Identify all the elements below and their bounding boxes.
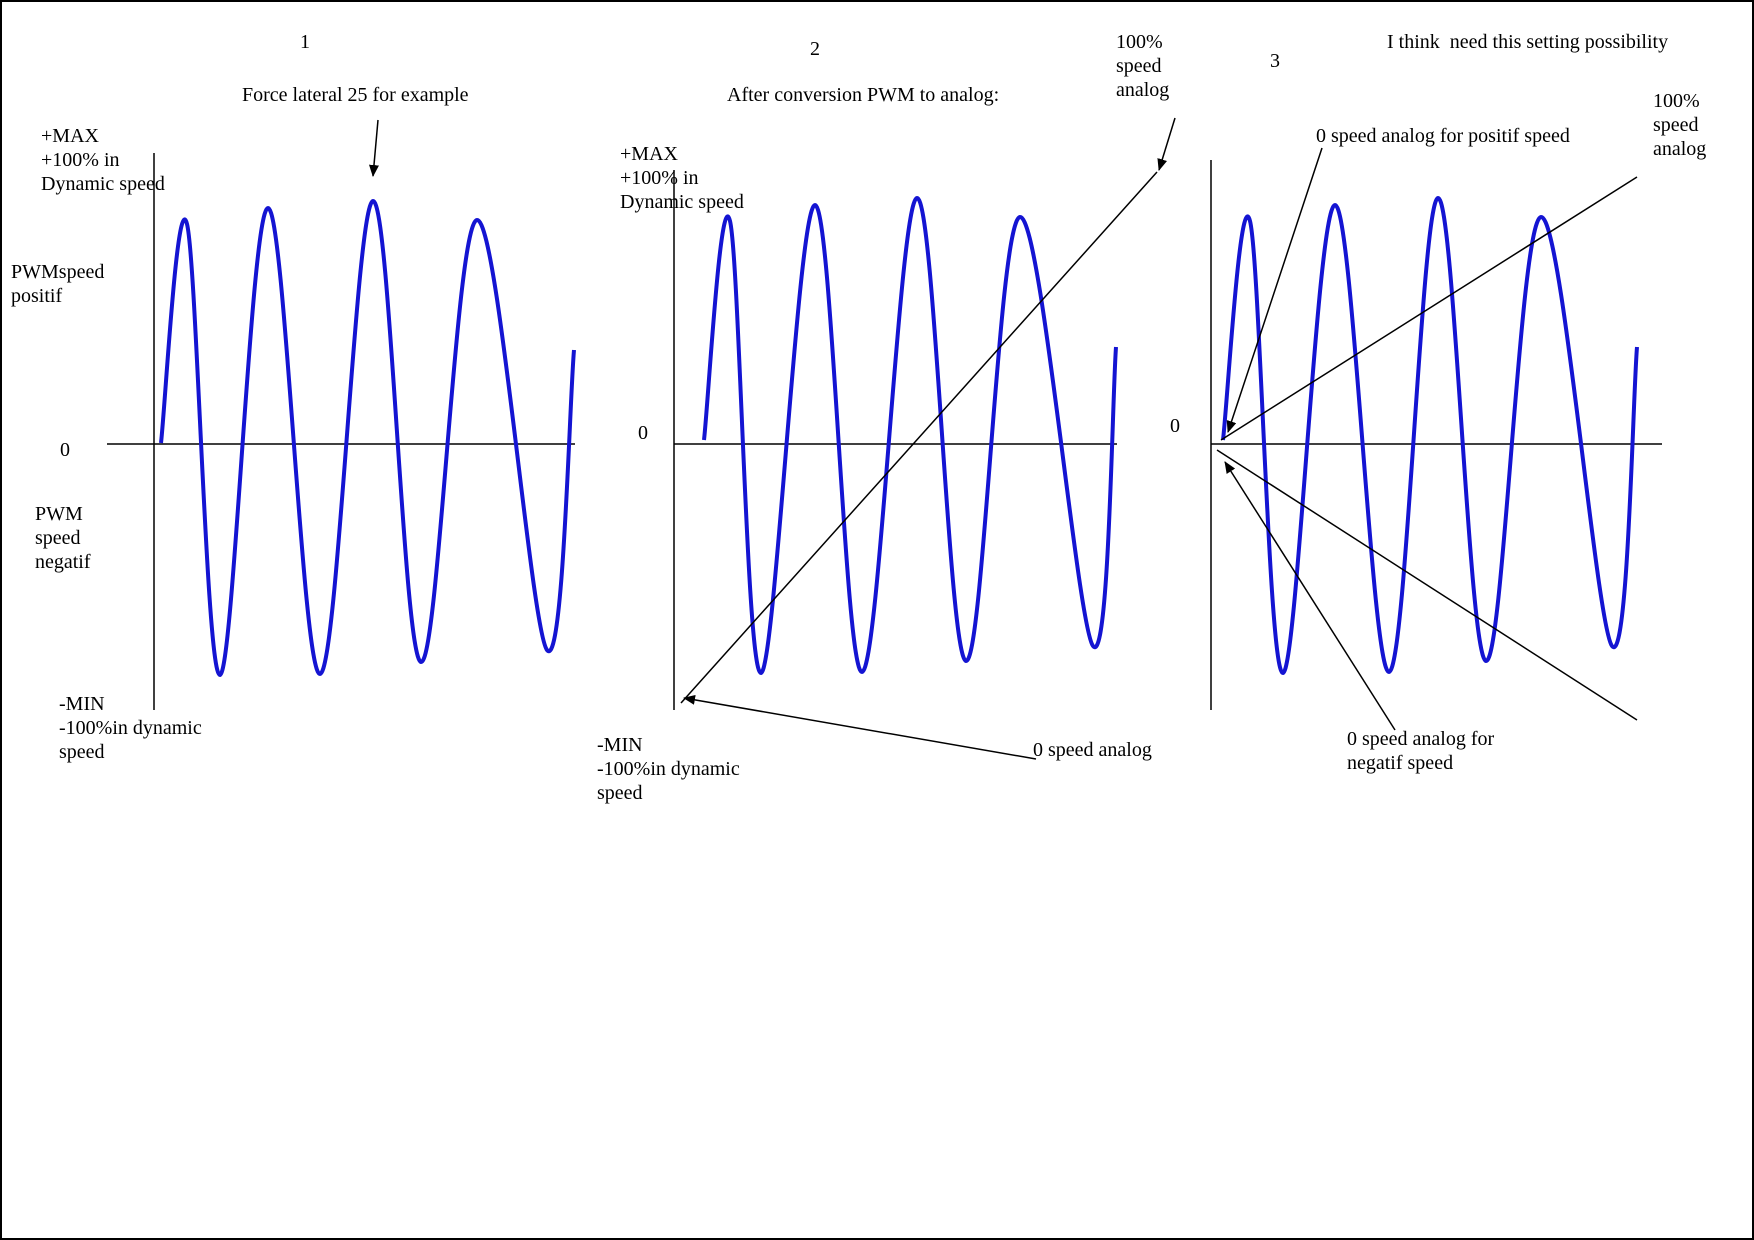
panel2-top-note-arrow [1157, 117, 1176, 171]
panel2-zero-note-arrow [683, 694, 1037, 760]
panel2-min-label: -MIN -100%in dynamic speed [597, 734, 740, 804]
panel3-negative-zero-note: 0 speed analog for negatif speed [1347, 728, 1495, 774]
panel3-positive-analog-line [1220, 176, 1638, 441]
panel1-pwm-waveform [159, 198, 576, 678]
panel3-title: I think need this setting possibility [1387, 31, 1669, 53]
panel3-positive-zero-arrow [1226, 147, 1323, 433]
panel2-title: After conversion PWM to analog: [727, 84, 1000, 106]
panel3-negative-analog-line [1216, 449, 1638, 721]
panel1-title: Force lateral 25 for example [242, 84, 469, 106]
panel1-zero-label: 0 [60, 439, 70, 461]
panel2-zero-note: 0 speed analog [1033, 739, 1152, 761]
panel3-top-note: 100% speed analog [1653, 90, 1707, 160]
panel3-pwm-waveform [1221, 195, 1639, 676]
panel3-negative-zero-arrow [1224, 461, 1396, 731]
panel2-number: 2 [810, 38, 820, 60]
panel1-positive-label: PWMspeed positif [11, 261, 105, 307]
panel2-max-label: +MAX +100% in Dynamic speed [620, 143, 744, 213]
panel2-analog-ramp-line [680, 171, 1158, 704]
panel2-zero-label: 0 [638, 422, 648, 444]
panel1-min-label: -MIN -100%in dynamic speed [59, 693, 202, 763]
panel1-negative-label: PWM speed negatif [35, 503, 91, 573]
panel2-top-note: 100% speed analog [1116, 31, 1170, 101]
panel1-title-arrow [368, 119, 379, 177]
panel2-pwm-waveform [702, 195, 1118, 676]
panel1-max-label: +MAX +100% in Dynamic speed [41, 125, 165, 195]
panel1-number: 1 [300, 31, 310, 53]
panel3-zero-label: 0 [1170, 415, 1180, 437]
panel3-number: 3 [1270, 50, 1280, 72]
panel3-positive-zero-note: 0 speed analog for positif speed [1316, 125, 1570, 147]
